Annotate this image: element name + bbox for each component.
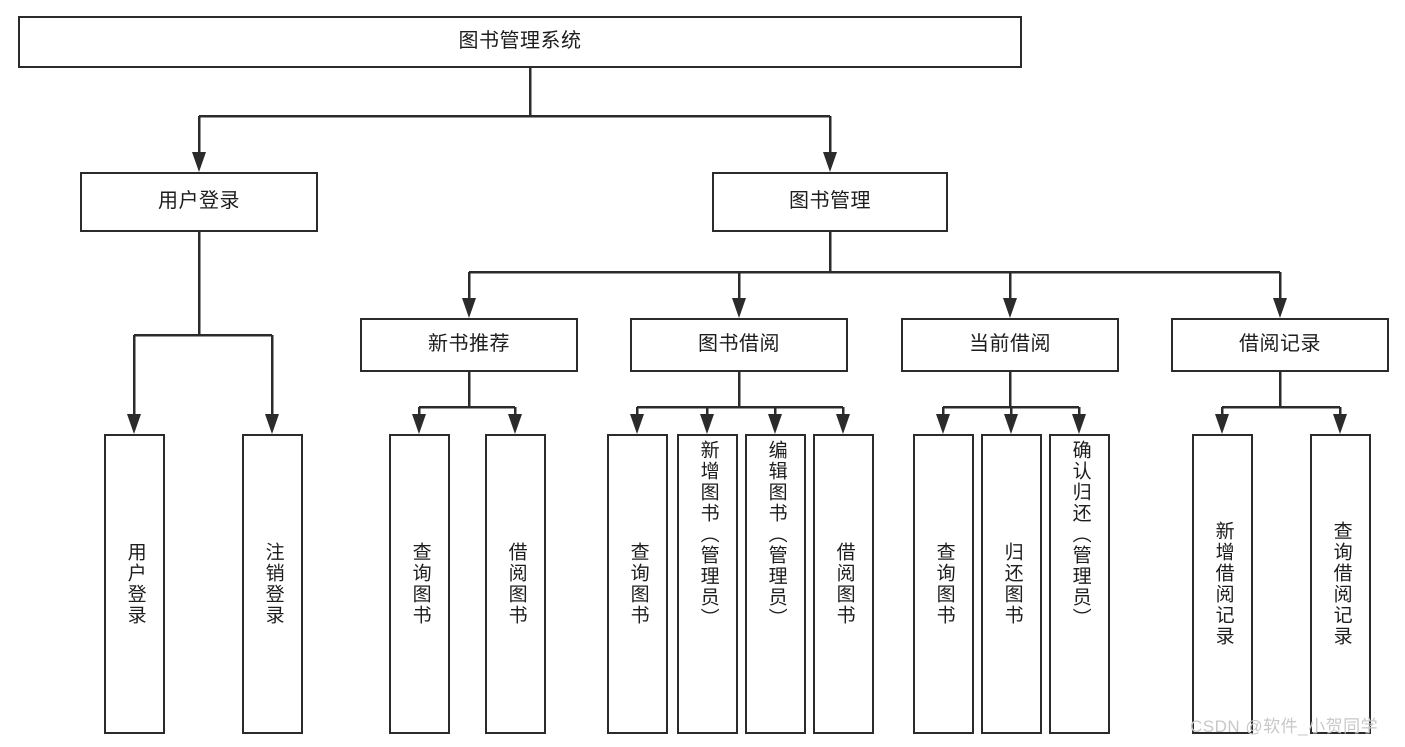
arrow-head-user-login-to-leaves-1: [265, 414, 279, 434]
leaf-node-leaf-logout: 注销登录: [242, 434, 303, 734]
arrow-head-book-borrow-to-leaves-1: [700, 414, 714, 434]
arrow-head-root-to-level2-1: [823, 152, 837, 172]
arrow-head-user-login-to-leaves-0: [127, 414, 141, 434]
arrow-head-book-manage-to-level3-2: [1003, 298, 1017, 318]
leaf-node-leaf-borrow-book-rec: 借阅图书: [485, 434, 546, 734]
arrow-head-book-borrow-to-leaves-3: [836, 414, 850, 434]
arrow-head-book-borrow-to-leaves-2: [768, 414, 782, 434]
branch-node-borrow-record: 借阅记录: [1171, 318, 1389, 372]
leaf-node-leaf-query-book-borrow: 查询图书: [607, 434, 668, 734]
node-label: 当前借阅: [969, 333, 1051, 356]
node-label: 查询图书: [627, 542, 649, 626]
node-label: 图书管理: [789, 190, 871, 213]
node-label: 新增借阅记录: [1212, 521, 1234, 647]
leaf-node-leaf-borrow-book: 借阅图书: [813, 434, 874, 734]
branch-node-new-book-recommend: 新书推荐: [360, 318, 578, 372]
leaf-node-leaf-edit-book-admin: 编辑图书（管理员）: [745, 434, 806, 734]
leaf-node-leaf-query-borrow-record: 查询借阅记录: [1310, 434, 1371, 734]
arrow-head-current-borrow-to-leaves-0: [936, 414, 950, 434]
node-label: 图书借阅: [698, 333, 780, 356]
arrow-head-book-manage-to-level3-0: [462, 298, 476, 318]
node-label: 查询图书: [933, 542, 955, 626]
arrow-head-borrow-record-to-leaves-0: [1215, 414, 1229, 434]
node-label: 借阅记录: [1239, 333, 1321, 356]
arrow-head-new-book-recommend-to-leaves-1: [508, 414, 522, 434]
node-label: 新增图书（管理员）: [697, 440, 719, 629]
node-label: 编辑图书（管理员）: [765, 440, 787, 629]
arrow-head-current-borrow-to-leaves-1: [1004, 414, 1018, 434]
branch-node-user-login: 用户登录: [80, 172, 318, 232]
node-label: 归还图书: [1001, 542, 1023, 626]
node-label: 注销登录: [262, 542, 284, 626]
leaf-node-leaf-return-book: 归还图书: [981, 434, 1042, 734]
leaf-node-leaf-add-book-admin: 新增图书（管理员）: [677, 434, 738, 734]
node-label: 借阅图书: [505, 542, 527, 626]
root-node-root: 图书管理系统: [18, 16, 1022, 68]
leaf-node-leaf-add-borrow-record: 新增借阅记录: [1192, 434, 1253, 734]
node-label: 确认归还（管理员）: [1069, 440, 1091, 629]
arrow-head-book-manage-to-level3-3: [1273, 298, 1287, 318]
node-label: 新书推荐: [428, 333, 510, 356]
node-label: 用户登录: [124, 542, 146, 626]
leaf-node-leaf-query-book-rec: 查询图书: [389, 434, 450, 734]
branch-node-book-borrow: 图书借阅: [630, 318, 848, 372]
leaf-node-leaf-confirm-return-admin: 确认归还（管理员）: [1049, 434, 1110, 734]
branch-node-book-manage: 图书管理: [712, 172, 948, 232]
arrow-head-borrow-record-to-leaves-1: [1333, 414, 1347, 434]
arrow-head-book-borrow-to-leaves-0: [630, 414, 644, 434]
arrow-head-current-borrow-to-leaves-2: [1072, 414, 1086, 434]
branch-node-current-borrow: 当前借阅: [901, 318, 1119, 372]
node-label: 查询借阅记录: [1330, 521, 1352, 647]
leaf-node-leaf-user-login: 用户登录: [104, 434, 165, 734]
arrow-head-new-book-recommend-to-leaves-0: [412, 414, 426, 434]
arrow-head-book-manage-to-level3-1: [732, 298, 746, 318]
node-label: 查询图书: [409, 542, 431, 626]
arrow-head-root-to-level2-0: [192, 152, 206, 172]
node-label: 图书管理系统: [458, 30, 582, 53]
node-label: 借阅图书: [833, 542, 855, 626]
connector-lines: [127, 68, 1347, 434]
node-label: 用户登录: [158, 190, 240, 213]
leaf-node-leaf-query-book-cur: 查询图书: [913, 434, 974, 734]
